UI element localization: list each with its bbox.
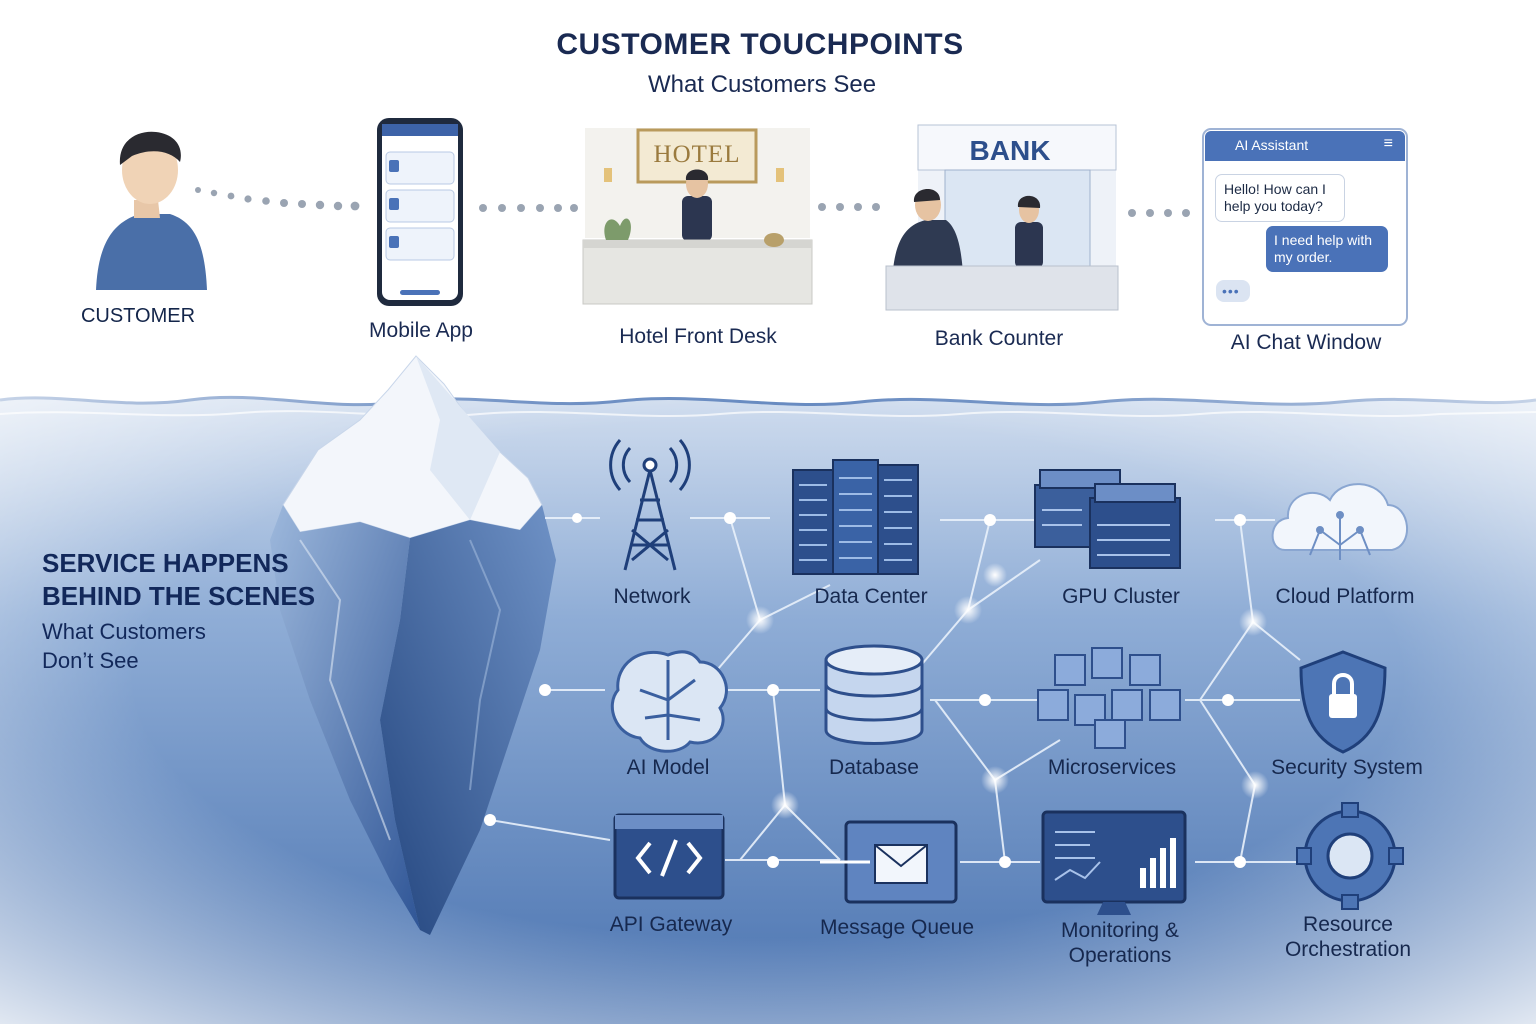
component-monitoring-label-line1: Monitoring & <box>1061 919 1179 942</box>
page-title: CUSTOMER TOUCHPOINTS <box>556 28 964 61</box>
component-api-gateway-label: API Gateway <box>609 913 733 936</box>
cubes-icon <box>1037 647 1181 749</box>
chat-user-message: I need help with my order. <box>1266 226 1388 272</box>
component-orchestration-label-line1: Resource <box>1303 913 1393 936</box>
touchpoint-customer-label: CUSTOMER <box>80 305 196 327</box>
component-network-label: Network <box>613 585 691 608</box>
iceberg <box>270 355 556 935</box>
component-gpu-cluster-label: GPU Cluster <box>1062 585 1180 608</box>
hotel-illustration <box>582 128 813 305</box>
component-microservices-label: Microservices <box>1047 756 1177 779</box>
typing-indicator: ••• <box>1222 283 1240 299</box>
hidden-title-line1: SERVICE HAPPENS <box>42 548 289 578</box>
chat-header-title: AI Assistant <box>1235 137 1309 153</box>
component-security-system-label: Security System <box>1271 756 1423 779</box>
customer-figure <box>96 131 207 290</box>
server-rack-icon <box>792 459 919 575</box>
hidden-title-line2: BEHIND THE SCENES <box>42 581 316 611</box>
bank-sign: BANK <box>969 135 1051 166</box>
touchpoint-chat-label: AI Chat Window <box>1230 331 1382 354</box>
touchpoint-hotel-label: Hotel Front Desk <box>619 325 777 348</box>
component-data-center-label: Data Center <box>814 585 928 608</box>
component-database-label: Database <box>829 756 919 779</box>
component-monitoring-label-line2: Operations <box>1068 944 1172 967</box>
menu-icon[interactable]: ≡ <box>1383 135 1393 152</box>
envelope-icon <box>820 820 958 904</box>
page-subtitle: What Customers See <box>647 71 877 98</box>
touchpoint-mobile-app-label: Mobile App <box>369 319 473 342</box>
shield-lock-icon <box>1299 650 1387 754</box>
gear-icon <box>1296 802 1404 910</box>
component-cloud-platform-label: Cloud Platform <box>1275 585 1415 608</box>
component-ai-model-label: AI Model <box>626 756 710 779</box>
bank-illustration <box>885 124 1119 311</box>
chat-bot-message: Hello! How can I help you today? <box>1215 174 1345 222</box>
touchpoint-bank-label: Bank Counter <box>934 327 1064 350</box>
gpu-icon <box>1034 469 1181 569</box>
chat-header: AI Assistant ≡ <box>1205 131 1405 161</box>
hidden-subtitle-line2: Don’t See <box>42 648 139 673</box>
touchpoint-connectors <box>195 187 1190 217</box>
hidden-subtitle-line1: What Customers <box>42 619 206 644</box>
monitor-chart-icon <box>1041 810 1187 915</box>
database-icon <box>824 644 924 745</box>
component-message-queue-label: Message Queue <box>819 916 975 939</box>
brain-icon <box>610 650 728 753</box>
mobile-phone-illustration <box>377 118 463 306</box>
network-nodes <box>484 512 1269 868</box>
hotel-sign: HOTEL <box>653 141 741 168</box>
component-orchestration-label-line2: Orchestration <box>1284 938 1412 961</box>
code-window-icon <box>613 813 725 900</box>
cloud-icon <box>1271 483 1408 560</box>
tower-icon <box>609 439 691 571</box>
